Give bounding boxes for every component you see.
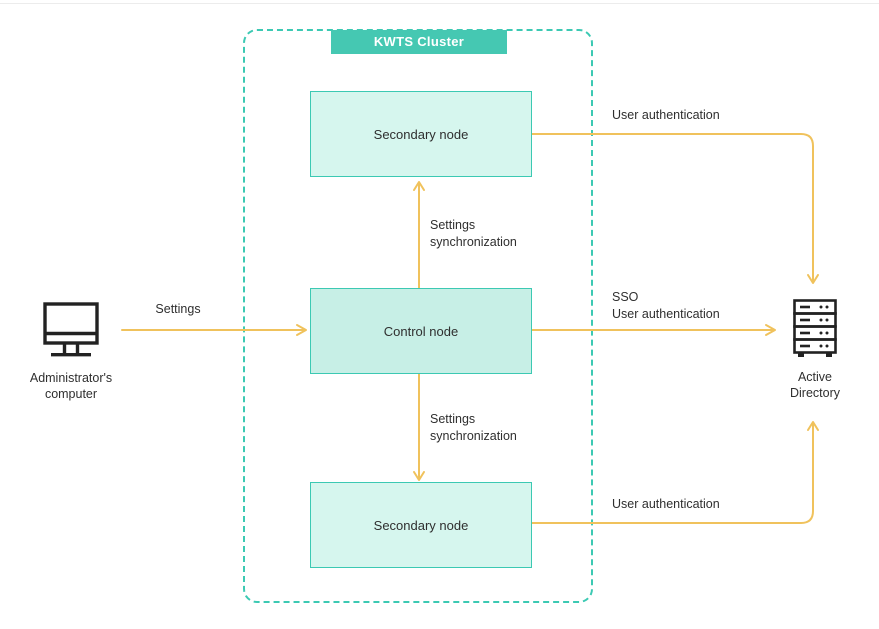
node-secondary-top-label: Secondary node bbox=[373, 126, 469, 142]
node-control: Control node bbox=[310, 288, 532, 374]
top-divider bbox=[0, 3, 879, 4]
monitor-icon bbox=[43, 302, 99, 357]
admin-computer-label: Administrator's computer bbox=[29, 371, 113, 401]
node-secondary-bottom-label: Secondary node bbox=[373, 517, 469, 533]
sync-bottom-edge-label: Settings synchronization bbox=[430, 412, 517, 443]
auth-top-edge-label: User authentication bbox=[612, 108, 720, 122]
sync-top-edge-label: Settings synchronization bbox=[430, 218, 517, 249]
sso-edge-label: SSO User authentication bbox=[612, 290, 720, 321]
auth-bottom-edge-label: User authentication bbox=[612, 497, 720, 511]
node-control-label: Control node bbox=[383, 323, 459, 339]
node-secondary-top: Secondary node bbox=[310, 91, 532, 177]
kwts-cluster-title: KWTS Cluster bbox=[331, 30, 507, 54]
node-secondary-bottom: Secondary node bbox=[310, 482, 532, 568]
active-directory-label: Active Directory bbox=[789, 370, 840, 400]
settings-edge-label: Settings bbox=[155, 302, 201, 316]
server-icon bbox=[793, 299, 837, 357]
